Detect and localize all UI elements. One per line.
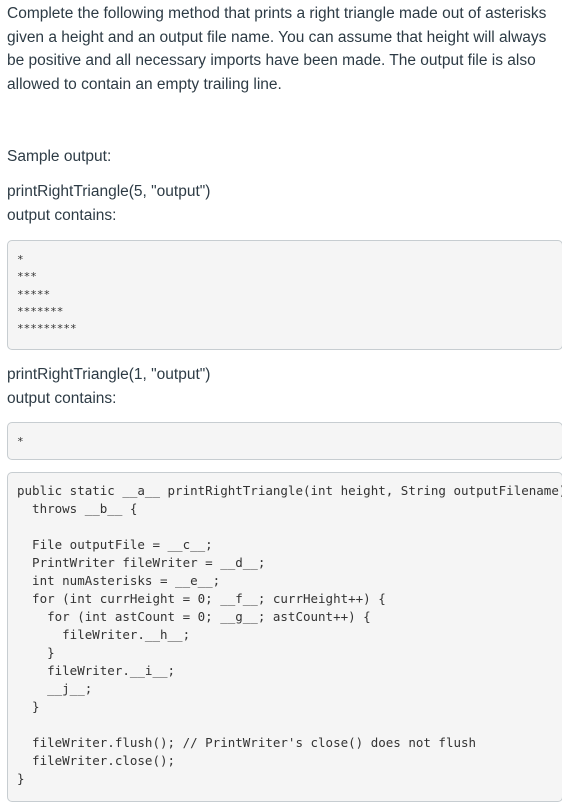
output-line: * — [17, 253, 24, 266]
output-line: ***** — [17, 288, 51, 301]
code-line: public static __a__ printRightTriangle(i… — [17, 483, 562, 498]
example-output-box: * *** ***** ******* ********* — [7, 240, 562, 350]
code-line: int numAsterisks = __e__; — [17, 573, 221, 588]
output-line: ********* — [17, 322, 77, 335]
code-line: for (int astCount = 0; __g__; astCount++… — [17, 609, 371, 624]
example-call: printRightTriangle(5, "output") — [7, 183, 211, 200]
output-line: *** — [17, 270, 37, 283]
code-line: } — [17, 699, 40, 714]
code-line: fileWriter.__h__; — [17, 627, 191, 642]
code-line: } — [17, 771, 25, 786]
code-line: fileWriter.close(); — [17, 753, 176, 768]
code-block: public static __a__ printRightTriangle(i… — [7, 472, 562, 802]
code-line: File outputFile = __c__; — [17, 537, 213, 552]
code-line: for (int currHeight = 0; __f__; currHeig… — [17, 591, 386, 606]
sample-output-heading: Sample output: — [7, 148, 112, 165]
example-output-label: output contains: — [7, 390, 117, 407]
example-call: printRightTriangle(1, "output") — [7, 366, 211, 383]
question-prompt: Complete the following method that print… — [7, 5, 547, 93]
code-line: __j__; — [17, 681, 93, 696]
code-line: throws __b__ { — [17, 501, 138, 516]
output-line: ******* — [17, 305, 64, 318]
example-output-label: output contains: — [7, 207, 117, 224]
output-line: * — [17, 435, 24, 448]
code-line: } — [17, 645, 55, 660]
code-line: PrintWriter fileWriter = __d__; — [17, 555, 266, 570]
question-page: Complete the following method that print… — [7, 5, 562, 802]
code-line: fileWriter.__i__; — [17, 663, 176, 678]
code-line: fileWriter.flush(); // PrintWriter's clo… — [17, 735, 477, 750]
example-output-box: * — [7, 422, 562, 460]
